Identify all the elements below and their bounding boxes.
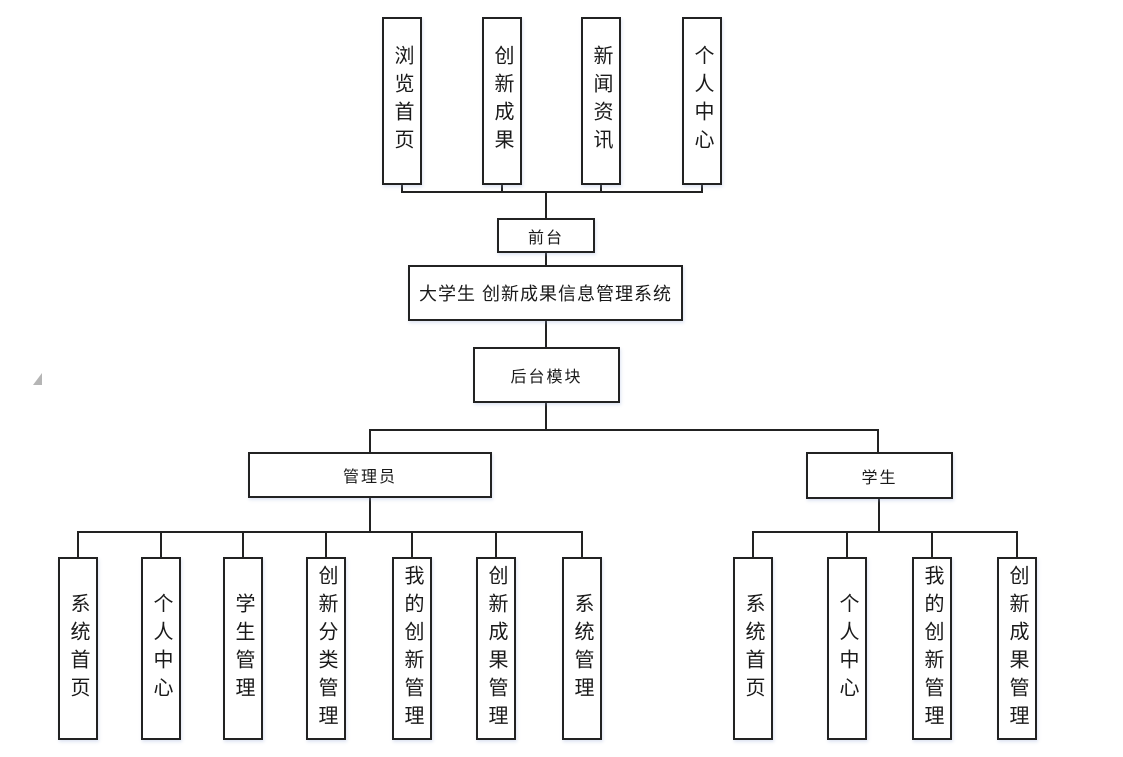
connector xyxy=(877,429,879,452)
node-frontend: 前台 xyxy=(497,218,595,253)
node-innovation-achievements: 创新成果 xyxy=(482,17,522,185)
connector xyxy=(160,531,162,557)
connector xyxy=(325,531,327,557)
connector xyxy=(369,429,371,452)
connector xyxy=(752,531,1018,533)
connector xyxy=(369,498,371,533)
connector xyxy=(1016,531,1018,557)
node-student-role: 学生 xyxy=(806,452,953,499)
node-student-personal-center: 个人中心 xyxy=(827,557,867,740)
node-admin-system-mgmt: 系统管理 xyxy=(562,557,602,740)
connector xyxy=(752,531,754,557)
connector xyxy=(77,531,79,557)
node-system-title: 大学生 创新成果信息管理系统 xyxy=(408,265,683,321)
connector xyxy=(701,185,703,193)
node-student-innovation-achievement-mgmt: 创新成果管理 xyxy=(997,557,1037,740)
node-admin-innovation-category-mgmt: 创新分类管理 xyxy=(306,557,346,740)
node-backend-module: 后台模块 xyxy=(473,347,620,403)
node-admin-innovation-achievement-mgmt: 创新成果管理 xyxy=(476,557,516,740)
connector xyxy=(501,185,503,193)
connector xyxy=(545,403,547,431)
connector xyxy=(846,531,848,557)
connector xyxy=(401,185,403,193)
node-personal-center: 个人中心 xyxy=(682,17,722,185)
node-news-info: 新闻资讯 xyxy=(581,17,621,185)
connector xyxy=(545,321,547,347)
connector xyxy=(495,531,497,557)
node-browse-home: 浏览首页 xyxy=(382,17,422,185)
connector xyxy=(545,253,547,265)
connector xyxy=(878,499,880,533)
node-admin-my-innovation-mgmt: 我的创新管理 xyxy=(392,557,432,740)
node-admin-personal-center: 个人中心 xyxy=(141,557,181,740)
connector xyxy=(581,531,583,557)
connector xyxy=(77,531,583,533)
connector xyxy=(401,191,703,193)
node-student-my-innovation-mgmt: 我的创新管理 xyxy=(912,557,952,740)
gray-triangle-artifact xyxy=(33,373,42,385)
node-admin-student-mgmt: 学生管理 xyxy=(223,557,263,740)
node-admin-system-home: 系统首页 xyxy=(58,557,98,740)
connector xyxy=(600,185,602,193)
node-admin-role: 管理员 xyxy=(248,452,492,498)
connector xyxy=(545,191,547,218)
connector xyxy=(242,531,244,557)
connector xyxy=(369,429,879,431)
connector xyxy=(931,531,933,557)
connector xyxy=(411,531,413,557)
node-student-system-home: 系统首页 xyxy=(733,557,773,740)
